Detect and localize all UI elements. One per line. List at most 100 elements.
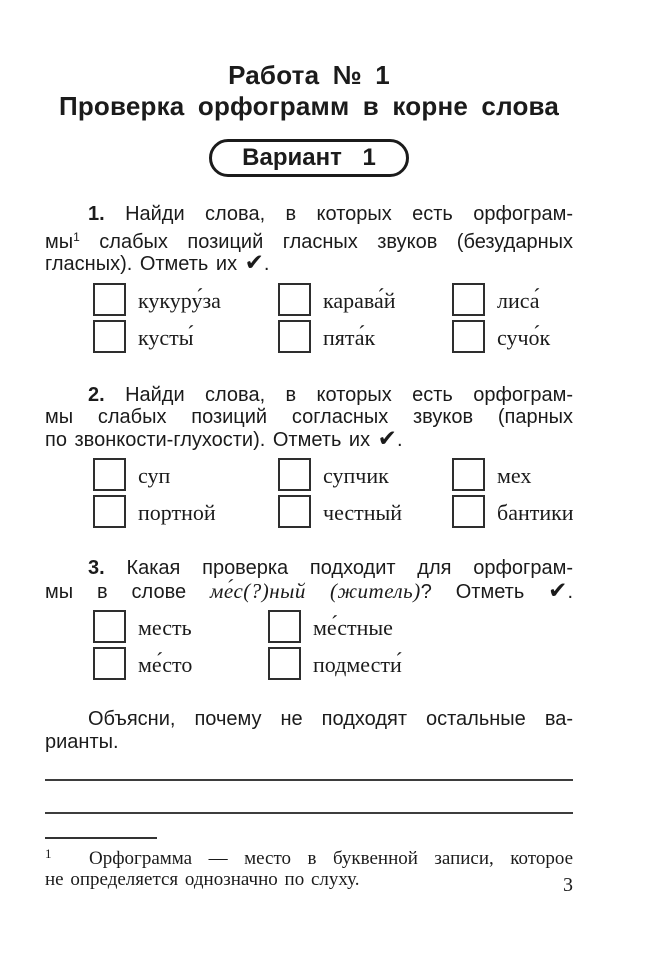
- checkbox-option: кукуру́за: [93, 282, 278, 316]
- word-label: бантики: [497, 500, 574, 525]
- task-3-paragraph-line: мы в слове ме́с(?)ный (житель)? Отметь ✔…: [45, 577, 574, 604]
- checkbox-option: кусты́: [93, 319, 278, 353]
- text-segment: 3.: [88, 557, 105, 579]
- checkbox[interactable]: [93, 647, 126, 680]
- checkbox[interactable]: [452, 319, 485, 353]
- word-label: сучо́к: [497, 324, 551, 350]
- task-2-paragraph-line: мы слабых позиций согласных звуков (парн…: [45, 406, 573, 429]
- explain-paragraph-line: рианты.: [45, 731, 573, 754]
- task-1-paragraph-line: гласных). Отметь их ✔.: [45, 250, 573, 276]
- text-segment: рианты.: [45, 730, 119, 753]
- task-3-paragraph: 3. Какая проверка подходит для орфограм-…: [45, 557, 573, 603]
- word-label: карава́й: [323, 287, 396, 313]
- task-1-paragraph-line: 1. Найди слова, в которых есть орфограм-: [45, 203, 573, 226]
- word-label: пята́к: [323, 324, 376, 350]
- word-label: ме́сто: [138, 652, 193, 677]
- checkmark-glyph: ✔: [548, 577, 568, 604]
- text-segment: Объясни, почему не подходят остальные ва…: [88, 708, 573, 730]
- answer-writing-line[interactable]: [45, 779, 573, 781]
- word-label: подмести́: [313, 652, 402, 677]
- page-title: Работа № 1 Проверка орфограмм в корне сл…: [45, 60, 573, 122]
- text-segment: гласных). Отметь их: [45, 253, 245, 275]
- task-1-paragraph: 1. Найди слова, в которых есть орфограм-…: [45, 203, 573, 276]
- text-segment: Найди слова, в которых есть орфограм-: [104, 383, 573, 406]
- page-number: 3: [563, 874, 573, 896]
- word-label: кукуру́за: [138, 287, 221, 313]
- checkbox-option: суп: [93, 458, 278, 491]
- task-2-paragraph-line: 2. Найди слова, в которых есть орфограм-: [45, 384, 573, 407]
- footnote-ref-superscript: 1: [73, 229, 80, 244]
- text-segment: 2.: [88, 383, 105, 406]
- checkbox-option: честный: [278, 495, 452, 528]
- word-label: кусты́: [138, 324, 194, 350]
- word-label: мех: [497, 463, 532, 488]
- page-content: Работа № 1 Проверка орфограмм в корне сл…: [45, 0, 574, 890]
- text-segment: мы: [45, 230, 74, 253]
- word-label: честный: [323, 500, 403, 525]
- checkbox[interactable]: [93, 319, 126, 353]
- checkbox[interactable]: [278, 495, 311, 528]
- footnote-line: 1 Орфограмма — место в буквенной записи, …: [45, 844, 573, 870]
- checkbox-option: портной: [93, 495, 278, 528]
- text-segment: Орфограмма — место в буквенной записи, к…: [89, 848, 573, 869]
- checkbox[interactable]: [452, 458, 485, 491]
- checkbox-option: ме́стные: [268, 610, 573, 643]
- checkbox-option: месть: [93, 610, 268, 643]
- text-segment: не определяется однозначно по слуху.: [45, 868, 360, 890]
- task-2-section: 2. Найди слова, в которых есть орфограм-…: [45, 384, 574, 528]
- checkbox[interactable]: [278, 319, 311, 353]
- checkbox[interactable]: [93, 458, 126, 491]
- title-line-2: Проверка орфограмм в корне слова: [58, 91, 560, 121]
- checkbox[interactable]: [452, 282, 485, 316]
- explain-paragraph: Объясни, почему не подходят остальные ва…: [45, 708, 573, 753]
- answer-writing-line[interactable]: [45, 812, 573, 814]
- text-segment: ? Отметь: [420, 580, 549, 603]
- title-line-1: Работа № 1: [228, 60, 390, 90]
- text-segment: .: [567, 580, 574, 603]
- checkbox[interactable]: [278, 458, 311, 491]
- checkbox[interactable]: [93, 282, 126, 316]
- checkbox[interactable]: [93, 495, 126, 528]
- footnote-marker: 1: [45, 846, 52, 861]
- text-segment: Найди слова, в которых есть орфограм-: [104, 203, 573, 225]
- text-segment: 1.: [88, 203, 105, 225]
- checkbox-option: подмести́: [268, 647, 573, 680]
- task-2-checkbox-grid: суп супчик мех портной честный бантики: [45, 458, 574, 528]
- variant-badge: Вариант 1: [209, 139, 409, 177]
- answer-area: [45, 779, 573, 814]
- checkbox-option: бантики: [452, 495, 574, 528]
- checkbox[interactable]: [268, 610, 301, 643]
- checkmark-glyph: ✔: [377, 425, 397, 452]
- task-2-paragraph: 2. Найди слова, в которых есть орфограм-…: [45, 384, 573, 452]
- task-1-checkbox-grid: кукуру́за карава́й лиса́ кусты́ пята́к сучо́к: [45, 282, 573, 353]
- checkbox-option: карава́й: [278, 282, 452, 316]
- footnote: 1 Орфограмма — место в буквенной записи, …: [45, 844, 573, 890]
- checkbox-option: мех: [452, 458, 574, 491]
- task-1-section: 1. Найди слова, в которых есть орфограм-…: [45, 203, 573, 353]
- word-label: ме́стные: [313, 615, 393, 640]
- text-segment: Какая проверка подходит для орфограм-: [104, 557, 573, 579]
- word-label: суп: [138, 463, 171, 488]
- variant-badge-row: Вариант 1: [45, 139, 573, 177]
- italic-word-fragment: ме́с(?)ный (житель): [210, 578, 421, 603]
- footnote-rule: [45, 837, 157, 839]
- checkbox-option: супчик: [278, 458, 452, 491]
- checkbox[interactable]: [268, 647, 301, 680]
- text-segment: .: [396, 428, 403, 451]
- checkmark-glyph: ✔: [244, 250, 264, 276]
- text-segment: мы слабых позиций согласных звуков (парн…: [45, 406, 573, 428]
- checkbox[interactable]: [278, 282, 311, 316]
- task-3-section: 3. Какая проверка подходит для орфограм-…: [45, 557, 573, 680]
- task-3-checkbox-grid: месть ме́стные ме́сто подмести́: [45, 610, 573, 680]
- word-label: лиса́: [497, 287, 540, 313]
- text-segment: слабых позиций гласных звуков (безударны…: [79, 230, 573, 253]
- checkbox-option: лиса́: [452, 282, 573, 316]
- checkbox[interactable]: [93, 610, 126, 643]
- word-label: месть: [138, 615, 192, 640]
- checkbox-option: ме́сто: [93, 647, 268, 680]
- checkbox[interactable]: [452, 495, 485, 528]
- explain-paragraph-line: Объясни, почему не подходят остальные ва…: [45, 708, 573, 731]
- text-segment: по звонкости-глухости). Отметь их: [45, 428, 378, 451]
- word-label: портной: [138, 500, 216, 525]
